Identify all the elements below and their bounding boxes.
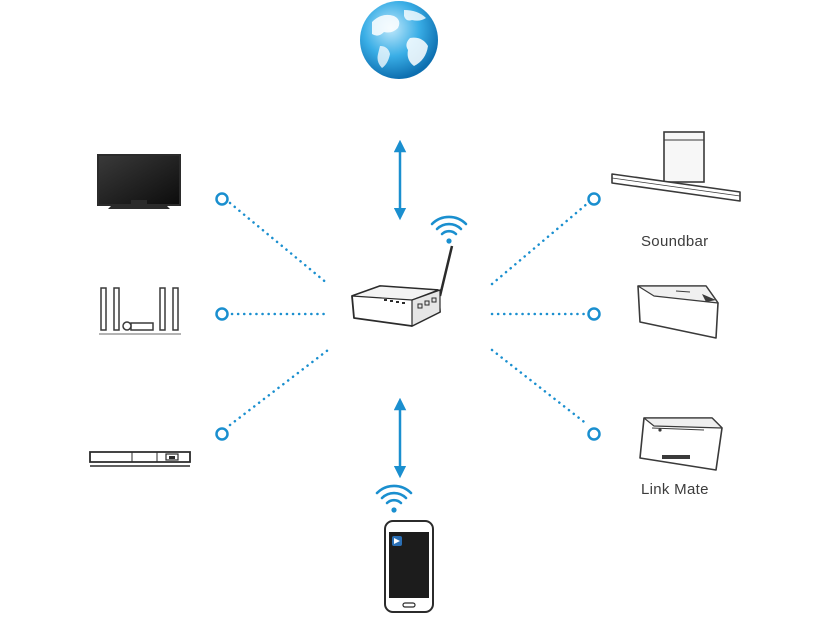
link-mate-icon (639, 417, 723, 471)
connection-link-mate (490, 348, 590, 427)
home-theater-icon (99, 287, 181, 335)
phone-wifi-icon (375, 484, 413, 513)
endpoint-home-theater (215, 307, 229, 321)
endpoint-speaker (587, 307, 601, 321)
endpoint-soundbar (587, 192, 601, 206)
endpoint-bluray (215, 427, 229, 441)
endpoint-tv (215, 192, 229, 206)
router-wifi-icon (430, 215, 468, 244)
connection-lines (228, 201, 590, 427)
smartphone-icon (384, 520, 434, 613)
tv-icon (97, 154, 181, 209)
bluray-player-icon (89, 451, 191, 467)
connection-bluray (228, 348, 330, 427)
endpoint-link-mate (587, 427, 601, 441)
link-mate-label: Link Mate (641, 481, 709, 498)
globe-icon (360, 1, 438, 79)
soundbar-label: Soundbar (641, 233, 709, 250)
connection-tv (228, 201, 330, 286)
connection-soundbar (490, 201, 590, 286)
router-icon (351, 245, 454, 327)
soundbar-icon (611, 131, 741, 202)
wireless-speaker-icon (637, 285, 719, 339)
